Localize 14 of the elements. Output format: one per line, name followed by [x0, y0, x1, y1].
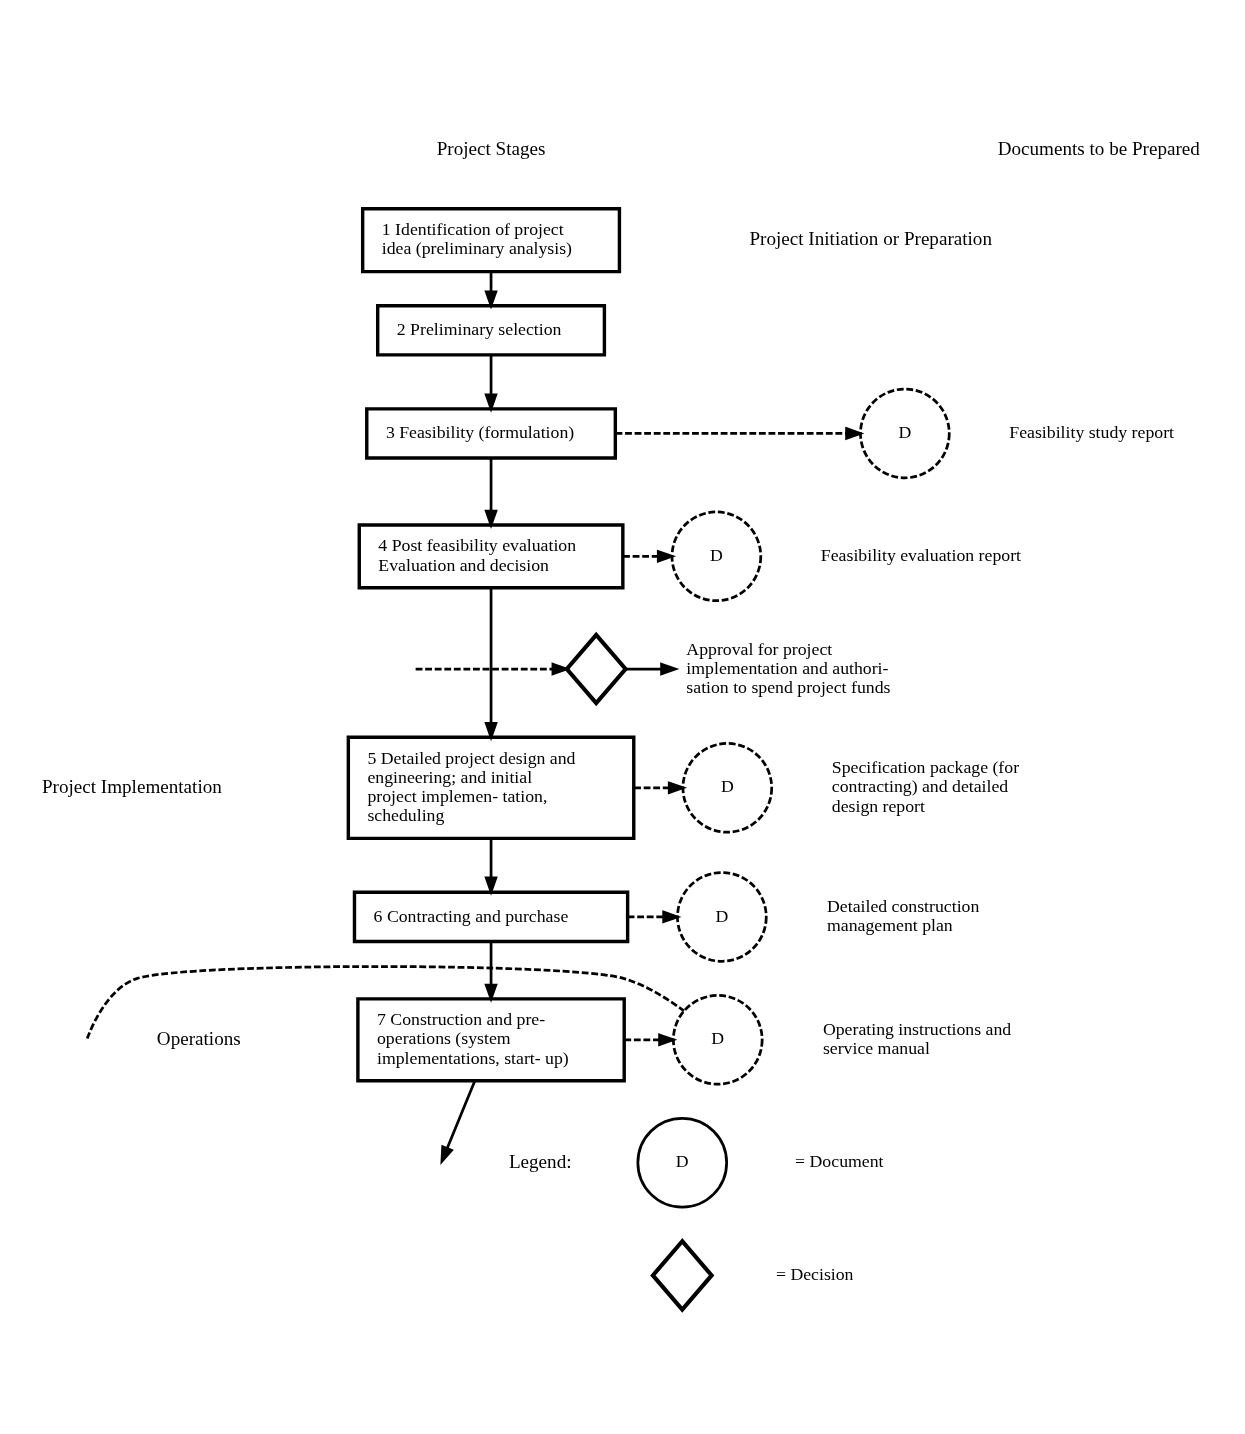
- node-text: Approval for project implementation and authori- sation to spend project funds: [686, 638, 891, 697]
- label: Legend:: [508, 1150, 572, 1172]
- node-label: Operating instructions and service manual: [822, 1018, 1012, 1058]
- label: Project Initiation or Preparation: [749, 227, 992, 249]
- legend-label: = Document: [795, 1150, 884, 1171]
- node-label: Specification package (for contracting) and detailed design report: [831, 756, 1020, 816]
- label: Project Stages: [436, 137, 546, 159]
- node-label: Feasibility evaluation report: [820, 544, 1022, 565]
- label: Project Implementation: [41, 775, 222, 797]
- node-label: Detailed construction management plan: [827, 895, 980, 935]
- node-label: Feasibility study report: [1009, 421, 1175, 442]
- label: Operations: [156, 1027, 241, 1049]
- legend-label: = Decision: [775, 1263, 854, 1284]
- label: Documents to be Prepared: [997, 137, 1200, 159]
